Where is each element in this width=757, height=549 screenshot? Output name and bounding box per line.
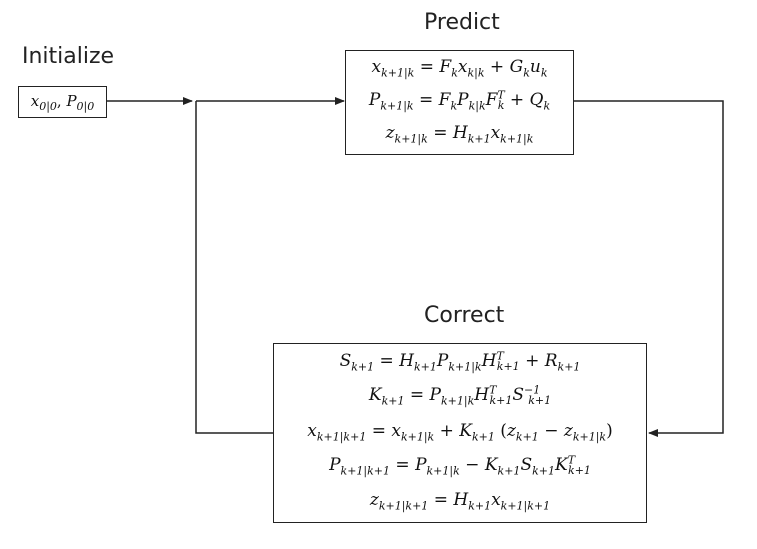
innovation-covariance-equation: Sk+1 = Hk+1Pk+1|kHTk+1 + Rk+1 xyxy=(339,349,581,374)
arrow-predict-to-correct xyxy=(574,100,724,437)
updated-measurement-equation: zk+1|k+1 = Hk+1xk+1|k+1 xyxy=(369,490,551,513)
predict-title: Predict xyxy=(424,10,500,35)
covariance-update-equation: Pk+1|k+1 = Pk+1|k − Kk+1Sk+1KTk+1 xyxy=(329,453,591,478)
kalman-gain-equation: Kk+1 = Pk+1|kHTk+1S−1k+1 xyxy=(368,383,552,408)
feedback-line-correct-to-junction xyxy=(195,101,273,434)
initialize-title: Initialize xyxy=(22,44,115,69)
correct-title: Correct xyxy=(424,303,505,328)
correct-box: Sk+1 = Hk+1Pk+1|kHTk+1 + Rk+1 Kk+1 = Pk+… xyxy=(273,343,647,523)
predict-box: xk+1|k = Fkxk|k + Gkuk Pk+1|k = FkPk|kFT… xyxy=(345,50,574,155)
initial-state-equation: x0|0, P0|0 xyxy=(30,92,95,113)
initialize-box: x0|0, P0|0 xyxy=(18,86,107,118)
state-update-equation: xk+1|k+1 = xk+1|k + Kk+1 (zk+1 − zk+1|k) xyxy=(307,421,613,444)
predict-measurement-equation: zk+1|k = Hk+1xk+1|k xyxy=(385,123,534,146)
predict-state-equation: xk+1|k = Fkxk|k + Gkuk xyxy=(371,57,548,80)
predict-covariance-equation: Pk+1|k = FkPk|kFTk + Qk xyxy=(368,88,551,113)
